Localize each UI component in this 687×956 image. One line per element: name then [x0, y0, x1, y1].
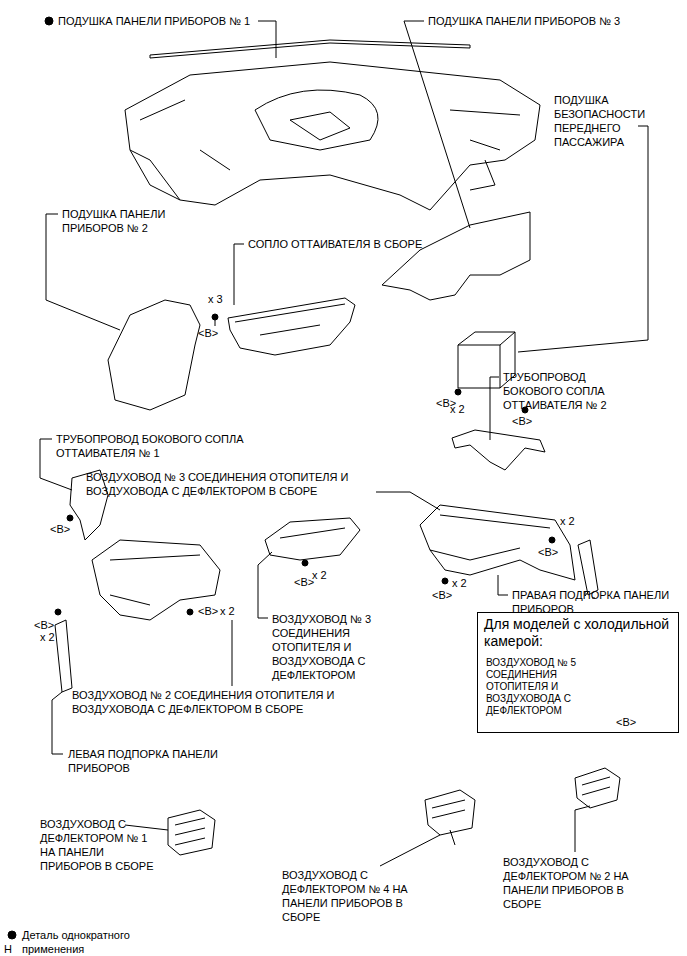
part-name: ВОЗДУХОВОД № 5 СОЕДИНЕНИЯ ОТОПИТЕЛЯ И ВО… — [486, 657, 598, 717]
fastener-note: H — [4, 942, 12, 956]
fastener-note: x 2 — [560, 514, 575, 528]
fastener-note: <B> — [50, 522, 70, 536]
part-name: ВОЗДУХОВОД № 3 СОЕДИНЕНИЯ ОТОПИТЕЛЯ И ВО… — [86, 470, 416, 498]
part-name: ВОЗДУХОВОД С ДЕФЛЕКТОРОМ № 4 НА ПАНЕЛИ П… — [282, 868, 412, 924]
fastener-note: x 3 — [208, 292, 223, 306]
part-name: ПОДУШКА ПАНЕЛИ ПРИБОРОВ № 2 — [62, 207, 182, 235]
part-name: ПОДУШКА ПАНЕЛИ ПРИБОРОВ № 3 — [428, 14, 620, 28]
fastener-note: <B> — [198, 326, 218, 340]
part-name: ВОЗДУХОВОД № 3 СОЕДИНЕНИЯ ОТОПИТЕЛЯ И ВО… — [272, 612, 382, 682]
part-name: ПОДУШКА ПАНЕЛИ ПРИБОРОВ № 1 — [58, 14, 250, 28]
fastener-note: <B> — [512, 414, 532, 428]
variant-box: Для моделей с холодильной камерой: ВОЗДУХ… — [477, 612, 679, 733]
fastener-note: <B> — [198, 604, 218, 618]
legend-text: Деталь однократного применения — [22, 928, 132, 956]
fastener-note: x 2 — [40, 630, 55, 644]
fastener-note: <B> — [538, 545, 558, 559]
box-heading: Для моделей с холодильной камерой: — [484, 616, 674, 650]
fastener-note: <B> — [294, 575, 314, 589]
fastener-note: x 2 — [220, 604, 235, 618]
part-name: ТРУБОПРОВОД БОКОВОГО СОПЛА ОТТАИВАТЕЛЯ №… — [56, 432, 306, 460]
fastener-note: x 2 — [450, 402, 465, 416]
fastener-note: x 2 — [452, 576, 467, 590]
fastener-note: <B> — [616, 715, 636, 729]
part-name: ЛЕВАЯ ПОДПОРКА ПАНЕЛИ ПРИБОРОВ — [68, 747, 258, 775]
fastener-note: <B> — [34, 618, 54, 632]
part-name: СОПЛО ОТТАИВАТЕЛЯ В СБОРЕ — [248, 237, 422, 251]
part-name: ПОДУШКА БЕЗОПАСНОСТИ ПЕРЕДНЕГО ПАССАЖИРА — [554, 93, 649, 149]
part-name: ВОЗДУХОВОД № 2 СОЕДИНЕНИЯ ОТОПИТЕЛЯ И ВО… — [72, 688, 402, 716]
part-name: ВОЗДУХОВОД С ДЕФЛЕКТОРОМ № 2 НА ПАНЕЛИ П… — [503, 855, 633, 911]
part-name: ВОЗДУХОВОД С ДЕФЛЕКТОРОМ № 1 НА ПАНЕЛИ П… — [40, 817, 165, 873]
part-name: ТРУБОПРОВОД БОКОВОГО СОПЛА ОТТАИВАТЕЛЯ №… — [503, 370, 643, 412]
fastener-note: x 2 — [312, 568, 327, 582]
fastener-note: <B> — [432, 588, 452, 602]
